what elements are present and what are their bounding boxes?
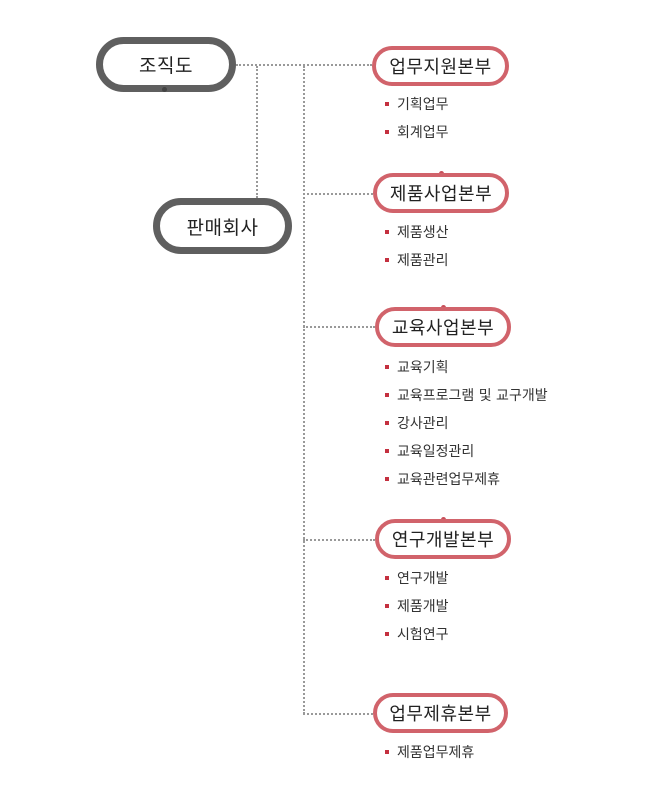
department-item: 회계업무 xyxy=(385,119,449,147)
department-items-research-development: 연구개발 제품개발 시험연구 xyxy=(385,565,449,649)
root-node-label: 조직도 xyxy=(139,55,193,77)
department-item-label: 연구개발 xyxy=(397,571,449,587)
department-item-label: 시험연구 xyxy=(397,627,449,643)
connector-root-to-departments xyxy=(236,64,372,66)
bullet-marker xyxy=(385,393,389,397)
company-node-label: 판매회사 xyxy=(186,216,259,239)
department-item-label: 제품관리 xyxy=(397,253,449,269)
bullet-marker xyxy=(385,750,389,754)
connector-department-trunk xyxy=(303,66,305,714)
department-item: 제품관리 xyxy=(385,247,449,275)
connector-department-2 xyxy=(303,193,373,195)
department-label: 연구개발본부 xyxy=(391,530,495,551)
department-item-label: 제품업무제휴 xyxy=(397,745,475,761)
bullet-marker xyxy=(385,230,389,234)
department-node-product-business: 제품사업본부 xyxy=(373,173,509,213)
department-label: 업무제휴본부 xyxy=(389,704,492,725)
department-items-education-business: 교육기획 교육프로그램 및 교구개발 강사관리 교육일정관리 교육관련업무제휴 xyxy=(385,354,548,494)
department-item: 제품업무제휴 xyxy=(385,739,474,767)
department-item-label: 회계업무 xyxy=(397,125,449,141)
root-node-connector-dot xyxy=(162,87,167,92)
department-label: 제품사업본부 xyxy=(389,184,493,205)
bullet-marker xyxy=(385,449,389,453)
department-item: 연구개발 xyxy=(385,565,449,593)
department-item: 교육일정관리 xyxy=(385,438,548,466)
department-item: 교육프로그램 및 교구개발 xyxy=(385,382,548,410)
department-node-business-support: 업무지원본부 xyxy=(372,46,509,86)
bullet-marker xyxy=(385,130,389,134)
bullet-marker xyxy=(385,576,389,580)
connector-department-5 xyxy=(303,713,373,715)
bullet-marker xyxy=(385,604,389,608)
root-node: 조직도 xyxy=(96,37,236,92)
department-item: 시험연구 xyxy=(385,621,449,649)
connector-department-4 xyxy=(303,539,375,541)
bullet-marker xyxy=(385,258,389,262)
department-item: 교육기획 xyxy=(385,354,548,382)
department-node-education-business: 교육사업본부 xyxy=(375,307,511,347)
bullet-marker xyxy=(385,421,389,425)
department-item: 강사관리 xyxy=(385,410,548,438)
department-items-business-alliance: 제품업무제휴 xyxy=(385,739,474,767)
department-item-label: 교육일정관리 xyxy=(397,444,475,460)
department-node-business-alliance: 업무제휴본부 xyxy=(373,693,508,733)
department-label: 교육사업본부 xyxy=(391,318,495,339)
department-item-label: 교육기획 xyxy=(397,360,449,376)
bullet-marker xyxy=(385,365,389,369)
department-item-label: 교육프로그램 및 교구개발 xyxy=(397,388,548,404)
department-item: 제품개발 xyxy=(385,593,449,621)
department-item-label: 제품생산 xyxy=(397,225,449,241)
department-item: 교육관련업무제휴 xyxy=(385,466,548,494)
department-item-label: 강사관리 xyxy=(397,416,449,432)
department-node-research-development: 연구개발본부 xyxy=(375,519,511,559)
department-item: 제품생산 xyxy=(385,219,449,247)
department-item: 기획업무 xyxy=(385,91,449,119)
company-node: 판매회사 xyxy=(153,198,292,254)
department-items-business-support: 기획업무 회계업무 xyxy=(385,91,449,147)
department-items-product-business: 제품생산 제품관리 xyxy=(385,219,449,275)
department-label: 업무지원본부 xyxy=(389,57,492,78)
department-item-label: 기획업무 xyxy=(397,97,449,113)
bullet-marker xyxy=(385,632,389,636)
bullet-marker xyxy=(385,102,389,106)
department-item-label: 제품개발 xyxy=(397,599,449,615)
bullet-marker xyxy=(385,477,389,481)
connector-root-to-company xyxy=(256,66,258,198)
connector-department-3 xyxy=(303,326,375,328)
department-item-label: 교육관련업무제휴 xyxy=(397,472,501,488)
